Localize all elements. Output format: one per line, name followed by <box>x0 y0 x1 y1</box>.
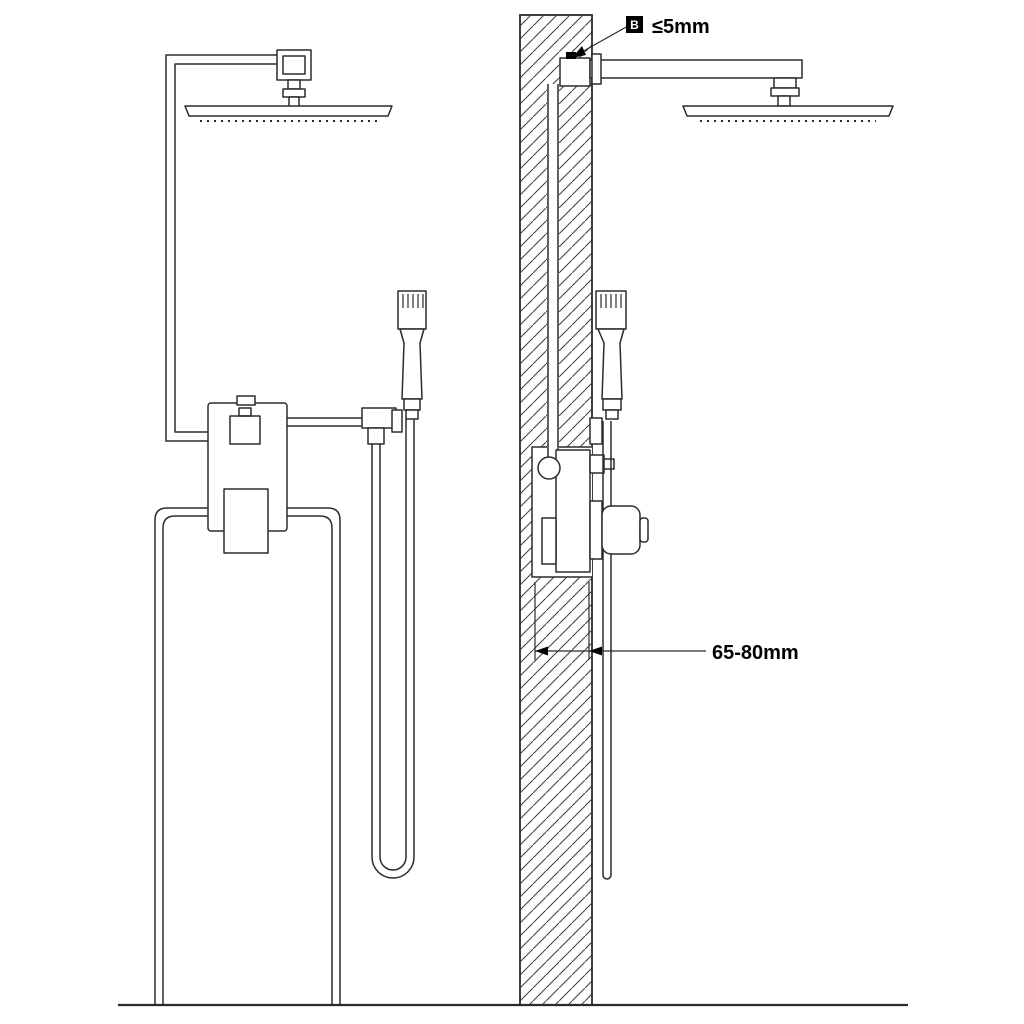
handset-nozzle-lines <box>402 294 424 308</box>
gap-dimension-text: ≤5mm <box>652 16 710 38</box>
wall-bracket <box>276 49 312 81</box>
dimension-arrow-left <box>535 646 548 656</box>
rain-shower-head <box>184 105 393 117</box>
annotations: B ≤5mm 65-80mm <box>534 16 799 664</box>
shower-hose <box>371 419 415 879</box>
handset-nozzle-lines-section <box>600 294 622 308</box>
mixer-valve <box>207 395 288 554</box>
supply-pipe-inner <box>174 63 277 433</box>
handset-holder <box>391 409 403 433</box>
concealed-pipe <box>547 84 559 462</box>
dimension-arrow-right <box>589 646 602 656</box>
valve-recess-border <box>531 446 592 578</box>
b-arrow-line <box>579 25 629 54</box>
hand-shower-section <box>589 290 627 445</box>
supply-pipe <box>165 54 277 442</box>
b-badge <box>626 16 643 33</box>
wall-section-view <box>519 14 894 1006</box>
hand-shower <box>397 290 427 420</box>
column-frame-inner <box>162 515 333 1005</box>
head-connector <box>282 79 306 109</box>
outlet-stub <box>541 517 557 565</box>
head-connector-section <box>770 77 800 107</box>
rain-shower-head-section <box>682 105 894 117</box>
hose-elbow <box>361 407 403 445</box>
shower-arm <box>589 59 803 79</box>
valve-knob <box>589 500 649 560</box>
b-arrow-head <box>572 46 586 58</box>
depth-dimension-text: 65-80mm <box>712 642 799 664</box>
valve-handle <box>223 488 269 554</box>
in-wall-fitting <box>559 57 591 87</box>
shower-hose-section <box>602 421 612 880</box>
concealed-valve-body <box>555 449 591 573</box>
handset-holder-section <box>589 417 603 445</box>
column-frame-outer <box>154 507 341 1005</box>
b-badge-label: B <box>630 18 639 32</box>
pipe-elbow <box>537 456 561 480</box>
front-view <box>154 49 427 1005</box>
seal-gap-marker <box>566 52 576 59</box>
arm-escutcheon <box>591 53 602 85</box>
concealed-valve <box>537 449 615 573</box>
